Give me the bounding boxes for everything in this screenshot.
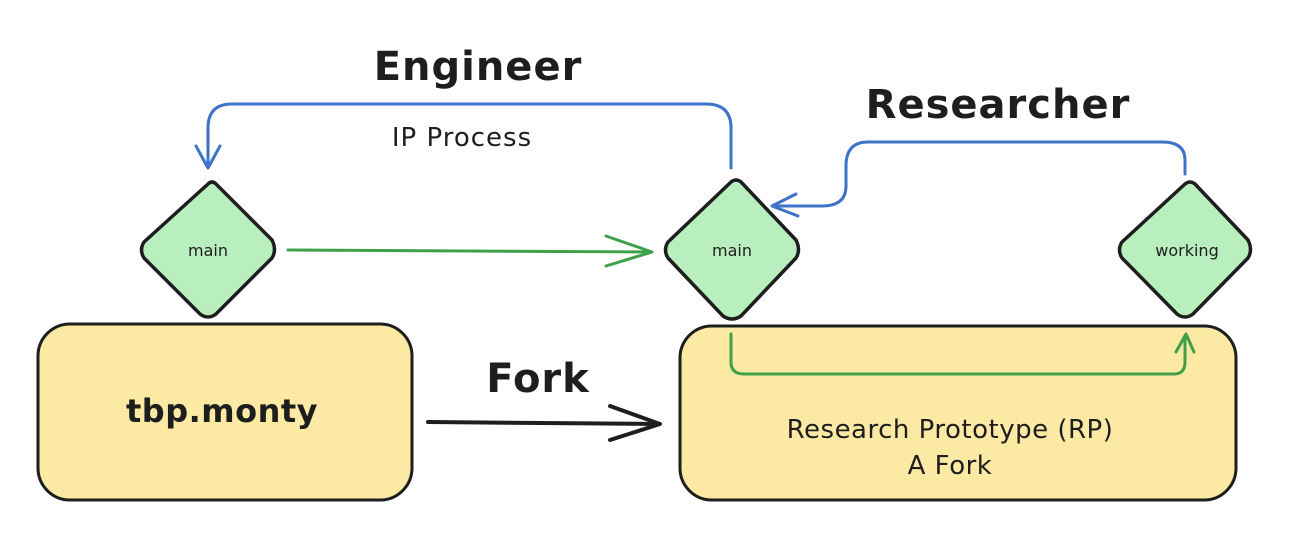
researcher-label: Researcher — [866, 82, 1131, 128]
rp-main-node — [663, 178, 801, 321]
tbp-monty-label: tbp.monty — [126, 392, 318, 430]
engineer-arrow — [206, 102, 733, 170]
sync-main-arrow — [286, 248, 652, 254]
engineer-arrow-head — [194, 144, 222, 170]
rp-working-node — [1117, 180, 1253, 319]
fork-arrow-head — [608, 404, 662, 442]
rp-main-node-label: main — [712, 241, 752, 260]
engineer-label: Engineer — [374, 44, 583, 90]
tbp-main-node-label: main — [188, 241, 228, 260]
tbp-main-node — [139, 180, 277, 319]
fork-label: Fork — [486, 356, 590, 402]
rp-working-node-label: working — [1155, 241, 1218, 260]
ip-process-label: IP Process — [392, 123, 532, 153]
research-prototype-sublabel: A Fork — [908, 451, 993, 481]
fork-arrow — [426, 420, 660, 426]
research-prototype-box — [678, 324, 1238, 502]
branch-working-arrow — [729, 332, 1187, 376]
sync-main-arrow-head — [604, 234, 654, 268]
research-prototype-label: Research Prototype (RP) — [787, 415, 1114, 445]
researcher-arrow-head — [770, 192, 800, 218]
branch-working-arrow-head — [1174, 332, 1196, 354]
tbp-monty-box — [36, 322, 414, 502]
researcher-arrow — [772, 140, 1187, 208]
